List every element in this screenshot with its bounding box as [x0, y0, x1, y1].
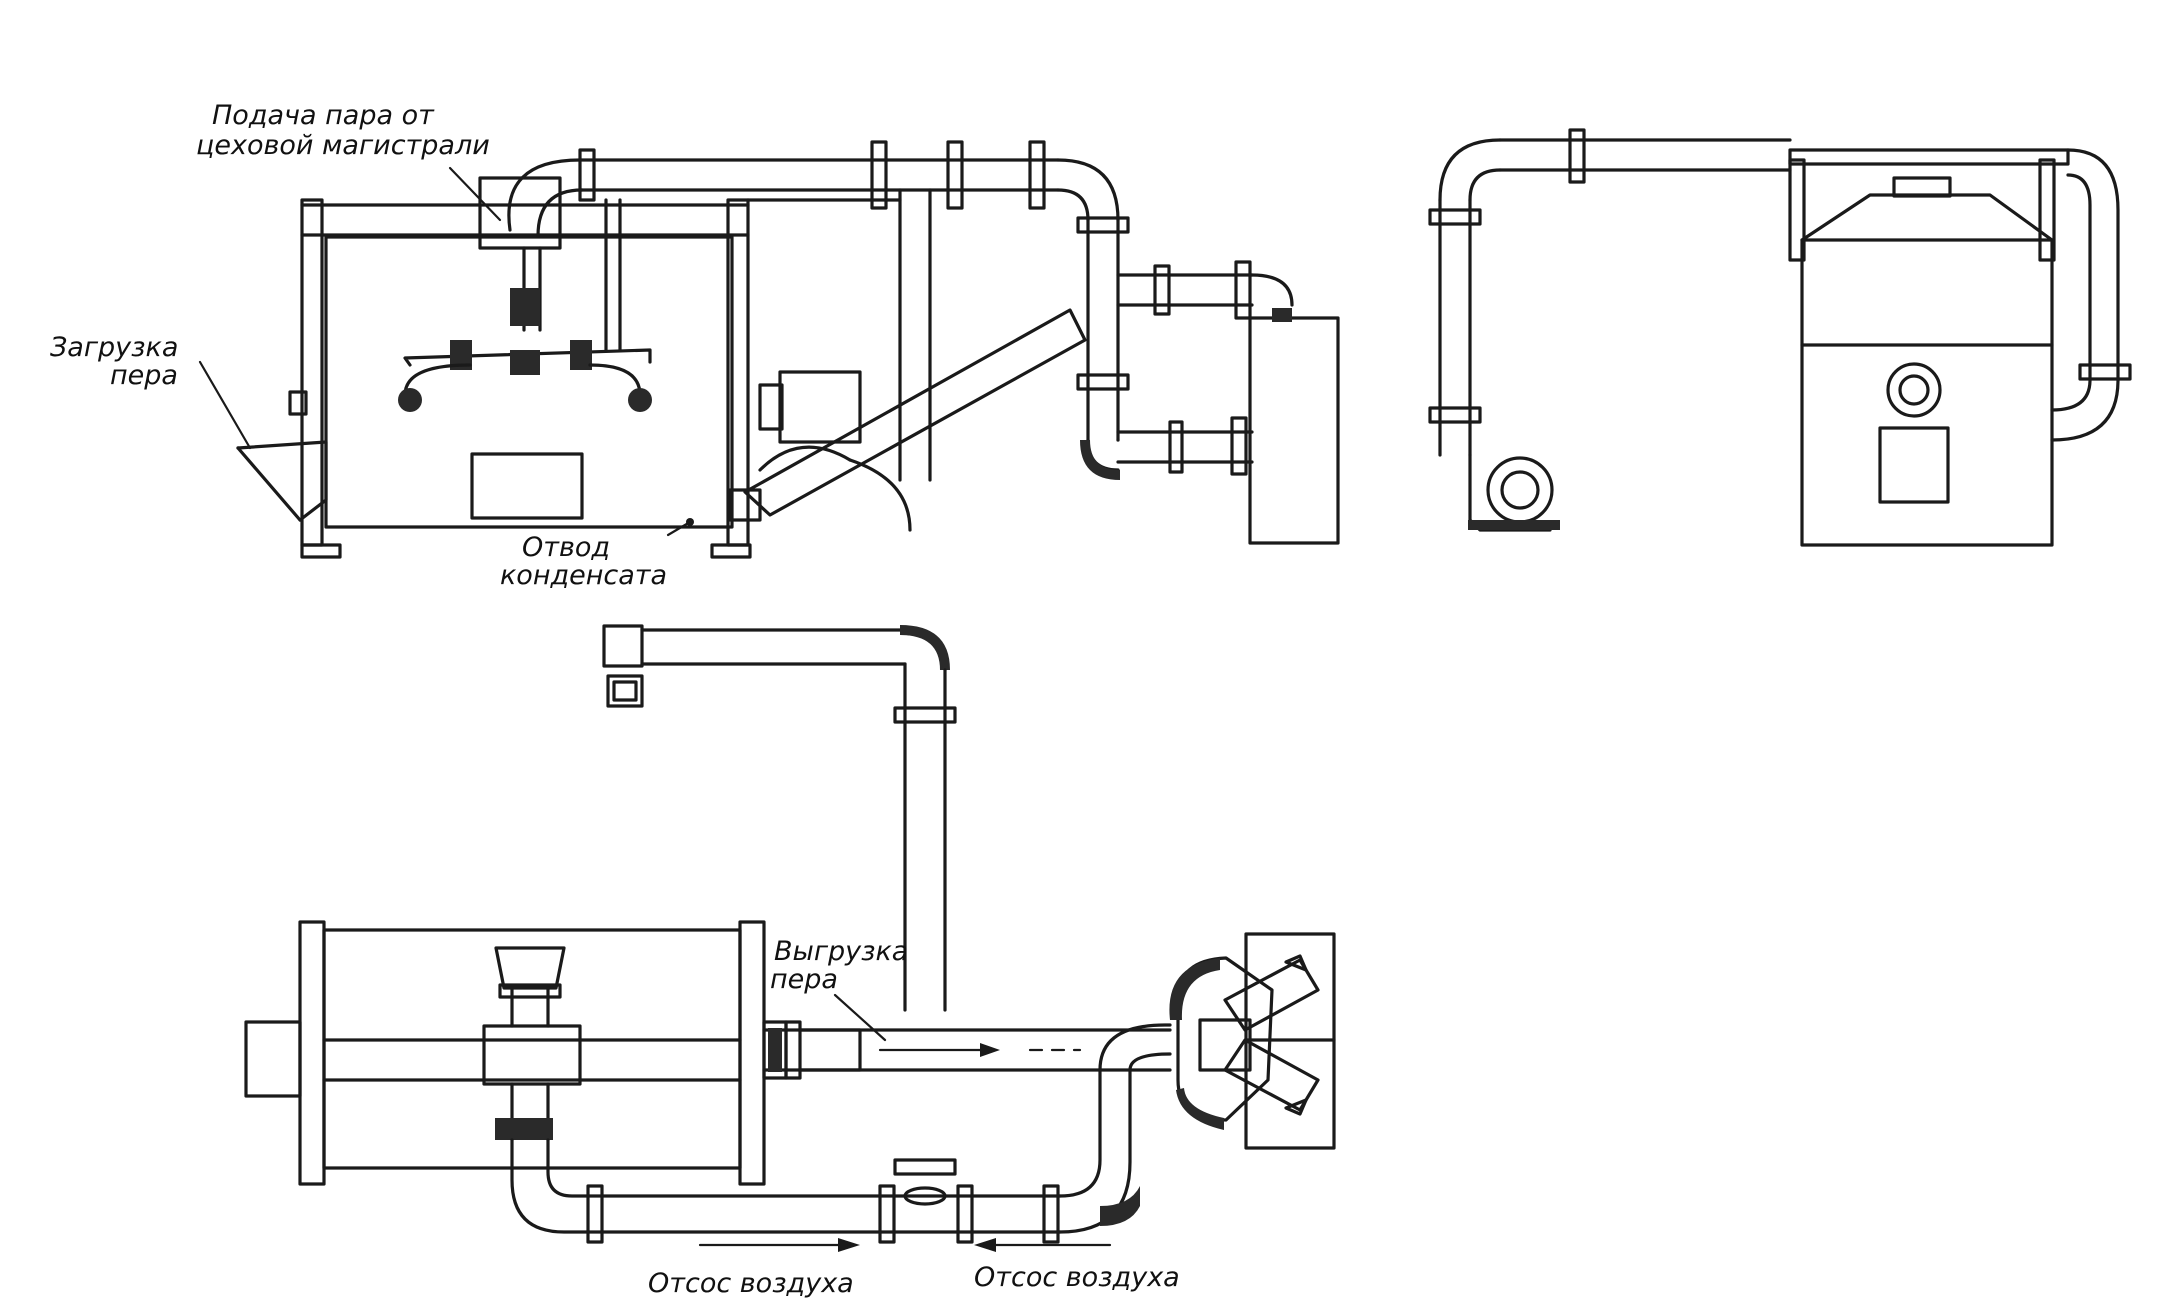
fan-motor [778, 370, 862, 444]
loading-hopper [236, 440, 328, 522]
hood [1800, 193, 2054, 242]
feather-loading-label-1: Загрузка [50, 332, 178, 363]
inspection-window [470, 452, 584, 520]
flange [578, 148, 596, 202]
front-view [236, 158, 752, 559]
steam-valve [510, 288, 540, 326]
main-air-duct [578, 140, 1294, 482]
heater-box [1248, 316, 1340, 545]
air-suction-label-right: Отсос воздуха [974, 1262, 1180, 1293]
spray-nozzle-left [398, 388, 422, 412]
feather-unloading-label-2: пера [770, 964, 838, 995]
steam-supply-label-1: Подача пара от [212, 100, 435, 131]
central-hub [482, 1024, 582, 1086]
steam-supply-label-2: цеховой магистрали [196, 130, 490, 161]
chamber-body [324, 235, 734, 529]
condensate-label-1: Отвод [522, 532, 610, 563]
hatch-bolt [288, 390, 308, 416]
steam-supply-leader [448, 166, 502, 222]
side-window [1878, 426, 1950, 504]
side-view [1428, 128, 2132, 547]
condensate-pointer [666, 520, 692, 537]
top-cup [494, 946, 566, 990]
feather-loading-label-2: пера [110, 360, 178, 391]
unloading-leader [833, 993, 887, 1042]
inclined-duct [743, 308, 1087, 517]
foot-left [300, 543, 342, 559]
foot-right [710, 543, 752, 559]
side-chamber [1800, 238, 2054, 547]
frame-post-left [300, 198, 324, 547]
feather-unloading-label-1: Выгрузка [774, 936, 908, 967]
exhaust-box [602, 624, 644, 668]
condensate-label-2: конденсата [500, 560, 667, 591]
air-suction-label-left: Отсос воздуха [648, 1268, 854, 1299]
side-fan [1486, 456, 1554, 524]
round-port [1886, 362, 1942, 418]
spray-nozzle-right [628, 388, 652, 412]
steam-elbow [507, 158, 582, 232]
fan-unit [728, 308, 1087, 532]
plan-view [244, 624, 1336, 1252]
loading-leader [198, 360, 252, 450]
